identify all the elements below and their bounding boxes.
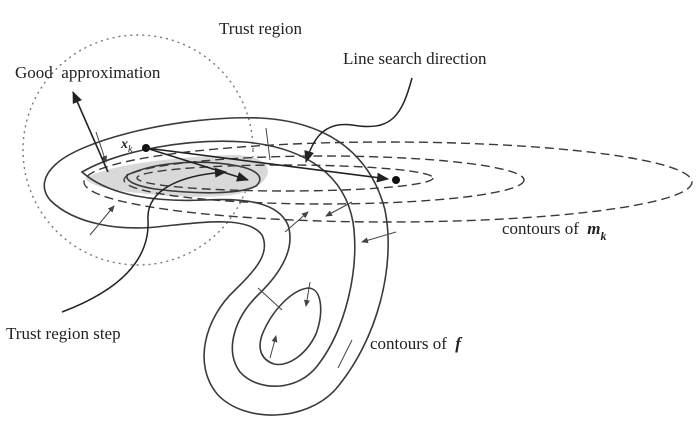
trust-region-circle bbox=[22, 34, 254, 266]
f-contour-inner-upper bbox=[126, 161, 261, 194]
good-approximation-label: Good approximation bbox=[15, 63, 161, 82]
xk-label-sub: k bbox=[128, 144, 133, 155]
xk-label: xk bbox=[120, 137, 133, 155]
f-contour-inner-lower bbox=[259, 287, 322, 366]
good-approximation-arrow bbox=[72, 91, 109, 173]
trust-region-step-arrow bbox=[145, 147, 249, 182]
contours-of-mk-label: contours of mk bbox=[502, 219, 606, 243]
line-search-step-arrow bbox=[145, 147, 389, 183]
line-search-point bbox=[392, 176, 400, 184]
contours-of-mk-sub: k bbox=[600, 229, 606, 243]
f-contour-middle bbox=[80, 140, 356, 388]
line-search-pointer bbox=[304, 77, 413, 163]
trust-region-step-label: Trust region step bbox=[6, 324, 121, 343]
trust-region-label: Trust region bbox=[219, 19, 302, 38]
f-contour-outer bbox=[43, 116, 389, 416]
contours-of-f-var: f bbox=[455, 334, 463, 353]
trust-region-step-pointer bbox=[61, 167, 227, 313]
contours-of-mk-prefix: contours of bbox=[502, 219, 583, 238]
mk-contour-outer bbox=[83, 141, 693, 223]
line-search-direction-label: Line search direction bbox=[343, 49, 487, 68]
contours-of-f bbox=[43, 116, 389, 416]
contours-of-f-prefix: contours of bbox=[370, 334, 451, 353]
contours-of-f-label: contours of f bbox=[370, 334, 463, 353]
mk-contour-middle bbox=[123, 155, 525, 205]
gradient-ticks bbox=[89, 127, 397, 369]
contours-of-mk-var: m bbox=[587, 219, 600, 238]
xk-label-base: x bbox=[120, 137, 128, 152]
